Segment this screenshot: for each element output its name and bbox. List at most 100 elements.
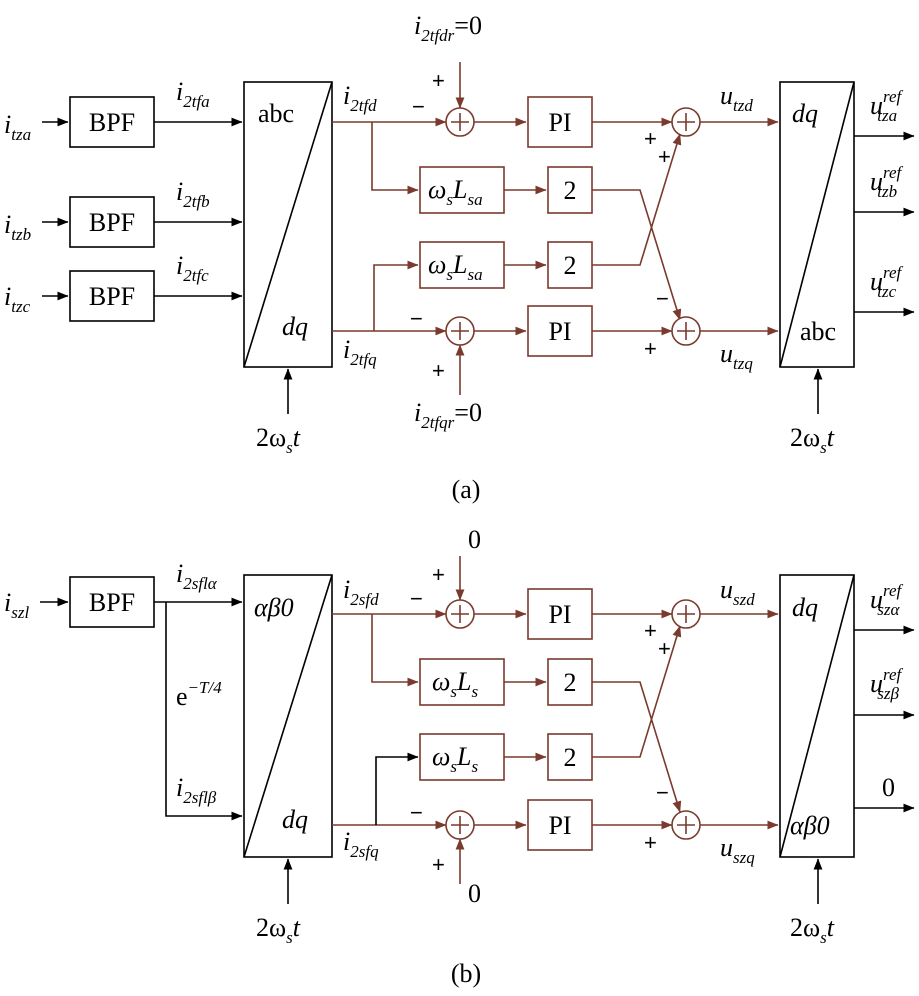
panel-a: itza itzb itzc BPF BPF BPF i2tfa i2tfb i…	[4, 11, 915, 504]
alpha-label: i2sflα	[176, 559, 218, 593]
dq-to-ab0-block: dq αβ0	[779, 574, 855, 858]
plus-sign: +	[644, 618, 657, 643]
input-label-c: itzc	[4, 282, 31, 316]
q-current-label: i2tfq	[343, 335, 377, 369]
cross-coupling-to-q	[592, 189, 682, 321]
angle-label-in: 2ωst	[256, 913, 301, 947]
angle-label-out: 2ωst	[790, 423, 835, 457]
minus-sign: −	[656, 780, 669, 805]
transform-top-label: abc	[258, 99, 294, 128]
gain-label: 2	[564, 251, 577, 280]
angle-label-out: 2ωst	[790, 913, 835, 947]
panel-b: iszl BPF i2sflα i2sflβ e−T/4 αβ0 dq 2ωst…	[4, 525, 915, 988]
transform-top-label: αβ0	[254, 593, 294, 622]
q-current-label: i2sfq	[343, 827, 379, 861]
ud-label: uszd	[720, 575, 755, 609]
decouple-label: ωsLs	[432, 742, 478, 776]
caption-a: (a)	[452, 475, 481, 504]
pi-label: PI	[548, 600, 571, 629]
sum-junction-d	[445, 599, 475, 629]
d-decouple-branch	[371, 614, 419, 687]
gain-block-2: 2	[547, 241, 593, 289]
transform-bottom-label: abc	[800, 317, 836, 346]
sum-junction-q	[445, 810, 475, 840]
plus-sign: +	[644, 126, 657, 151]
pi-label: PI	[548, 811, 571, 840]
q-decouple-branch	[375, 752, 419, 825]
bpf-label: BPF	[89, 282, 135, 311]
delay-label: e−T/4	[176, 678, 222, 711]
sum-junction-uq	[671, 810, 701, 840]
bpf-block: BPF	[69, 576, 155, 628]
bpf-block-b: BPF	[69, 196, 155, 248]
gain-label: 2	[564, 668, 577, 697]
gain-block-2: 2	[547, 733, 593, 781]
bpf-block-c: BPF	[69, 270, 155, 322]
transform-bottom-label: dq	[282, 805, 308, 834]
minus-sign: −	[410, 306, 423, 331]
uq-label: uszq	[720, 833, 755, 867]
filtered-label-a: i2tfa	[176, 77, 210, 111]
dq-to-abc-block: dq abc	[779, 81, 855, 368]
decouple-label: ωsLs	[432, 667, 478, 701]
caption-b: (b)	[451, 959, 481, 988]
sum-junction-ud	[671, 107, 701, 137]
sum-junction-ud	[671, 599, 701, 629]
cross-coupling-to-d	[592, 625, 682, 758]
input-label-a: itza	[4, 110, 31, 144]
d-ref-label: 0	[468, 525, 481, 554]
minus-sign: −	[412, 94, 425, 119]
pi-label: PI	[548, 108, 571, 137]
bpf-label: BPF	[89, 588, 135, 617]
gain-block-1: 2	[547, 658, 593, 706]
plus-sign: +	[658, 636, 671, 661]
transform-bottom-label: dq	[282, 312, 308, 341]
ab0-to-dq-block: αβ0 dq	[243, 574, 333, 858]
decouple-label: ωsLsa	[428, 175, 483, 209]
pi-block-d: PI	[527, 96, 593, 148]
sum-junction-uq	[671, 316, 701, 346]
input-label: iszl	[4, 588, 29, 622]
pi-block-q: PI	[527, 305, 593, 357]
plus-sign: +	[644, 830, 657, 855]
cross-coupling-to-q	[592, 681, 682, 813]
sum-junction-q	[445, 316, 475, 346]
bpf-label: BPF	[89, 208, 135, 237]
abc-to-dq-block: abc dq	[243, 81, 333, 368]
decouple-label: ωsLsa	[428, 250, 483, 284]
d-ref-label: i2tfdr=0	[414, 11, 482, 45]
beta-label: i2sflβ	[176, 773, 217, 807]
d-current-label: i2tfd	[343, 81, 377, 115]
gain-block-1: 2	[547, 166, 593, 214]
filtered-label-c: i2tfc	[176, 251, 209, 285]
uq-label: utzq	[720, 339, 753, 373]
plus-sign: +	[432, 852, 445, 877]
minus-sign: −	[656, 286, 669, 311]
pi-block-d: PI	[527, 588, 593, 640]
bpf-label: BPF	[89, 108, 135, 137]
d-current-label: i2sfd	[343, 575, 379, 609]
minus-sign: −	[410, 800, 423, 825]
angle-label-in: 2ωst	[256, 423, 301, 457]
decouple-block-1: ωsLs	[419, 658, 505, 706]
decouple-block-2: ωsLsa	[419, 241, 505, 289]
plus-sign: +	[658, 144, 671, 169]
q-decouple-branch	[373, 260, 419, 331]
ud-label: utzd	[720, 81, 753, 115]
plus-sign: +	[432, 68, 445, 93]
gain-label: 2	[564, 176, 577, 205]
decouple-block-2: ωsLs	[419, 733, 505, 781]
transform-bottom-label: αβ0	[790, 811, 830, 840]
filtered-label-b: i2tfb	[176, 177, 210, 211]
q-ref-label: i2tfqr=0	[414, 398, 482, 432]
output-label-zero: 0	[882, 773, 895, 802]
bpf-block-a: BPF	[69, 96, 155, 148]
gain-label: 2	[564, 743, 577, 772]
transform-top-label: dq	[792, 99, 818, 128]
beta-arrow	[165, 602, 243, 821]
